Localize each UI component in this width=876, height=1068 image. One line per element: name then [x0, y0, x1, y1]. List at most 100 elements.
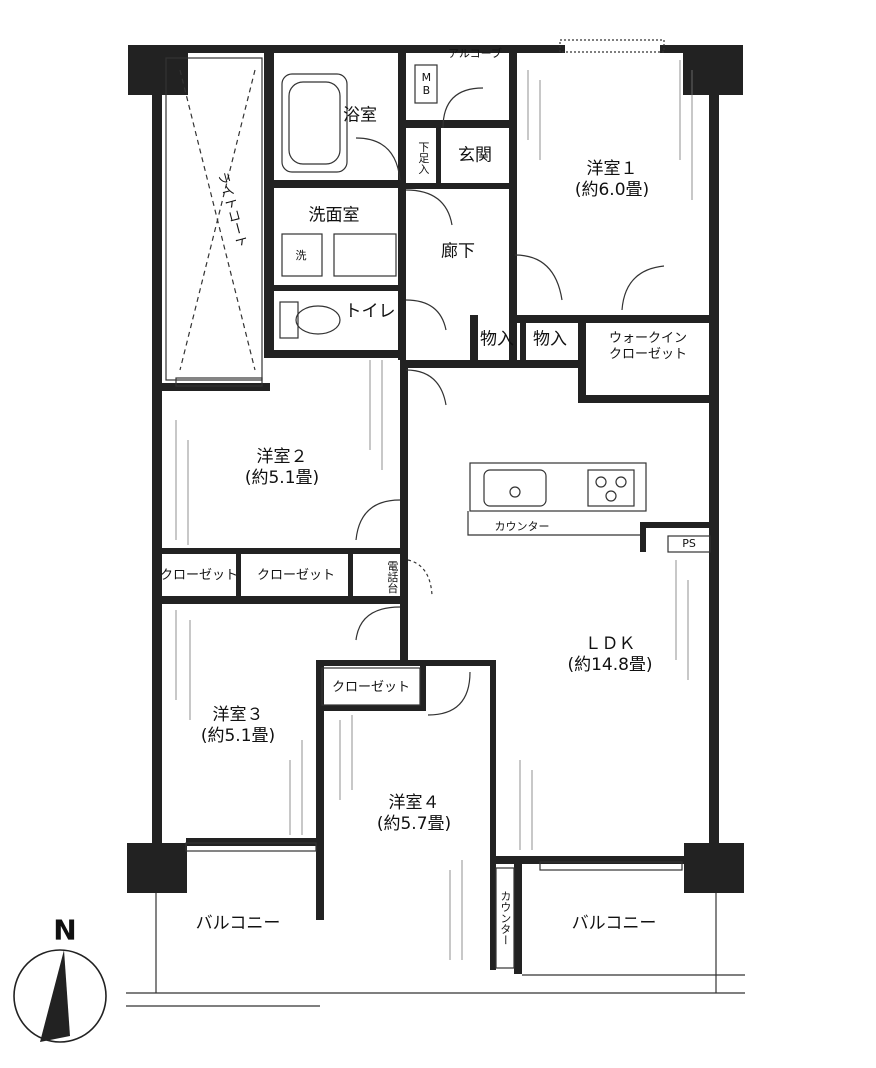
wall-north-b — [660, 45, 690, 53]
ldk-label: ＬＤＫ (約14.8畳) — [567, 634, 652, 677]
wall-entry-north — [404, 120, 514, 128]
window-room1 — [559, 39, 665, 53]
room4-name: 洋室４ — [388, 792, 440, 813]
mb-box — [414, 64, 438, 104]
ps-label: PS — [682, 537, 696, 551]
door-room2-b — [355, 499, 401, 541]
room1-size: (約6.0畳) — [574, 180, 650, 200]
hallway-label: 廊下 — [441, 241, 475, 262]
door-phone — [407, 559, 433, 596]
column-nw — [128, 45, 188, 95]
wall-closet-div2 — [348, 553, 353, 599]
phone-label: 電話台 — [385, 560, 399, 594]
wall-closet-north — [160, 548, 400, 554]
sink — [483, 469, 547, 507]
wall-room4-west — [316, 660, 324, 920]
wall-toilet-south — [264, 350, 404, 358]
wall-bath-west — [264, 45, 274, 355]
wall-west — [152, 90, 162, 845]
sink-drain — [509, 486, 521, 498]
balcony-left-label: バルコニー — [195, 913, 281, 934]
ldk-size: (約14.8畳) — [567, 655, 653, 675]
counter-edge — [467, 511, 640, 536]
wall-storage-div2 — [520, 315, 526, 365]
door-hallway — [405, 189, 453, 226]
wall-ps-north — [640, 522, 715, 528]
wall-ps-west — [640, 522, 646, 552]
wall-wic-west — [578, 315, 586, 400]
wall-entry-south — [404, 183, 514, 189]
bath-label: 浴室 — [343, 105, 377, 126]
wic-label: ウォークイン クローゼット — [609, 331, 687, 364]
lightcourt-cross-b — [179, 69, 256, 371]
entrance-label: 玄関 — [458, 145, 492, 166]
wall-bath-south — [264, 180, 404, 188]
compass-ring — [13, 949, 107, 1043]
bathtub — [281, 73, 348, 173]
storage1-label: 物入 — [480, 329, 514, 350]
washer-label: 洗 — [295, 249, 307, 263]
room3-size: (約5.1畳) — [200, 726, 276, 746]
room2-size: (約5.1畳) — [244, 468, 320, 488]
closet-b-label: クローゼット — [256, 567, 336, 583]
room3-label: 洋室３ (約5.1畳) — [201, 705, 275, 748]
washroom-label: 洗面室 — [308, 205, 360, 226]
ps-box — [667, 535, 711, 553]
wall-room1-south — [515, 315, 715, 323]
walls — [127, 45, 744, 974]
room2-name: 洋室２ — [256, 446, 308, 467]
toilet-bowl — [295, 305, 341, 335]
room1-label: 洋室１ (約6.0畳) — [575, 159, 649, 202]
hatching — [175, 60, 693, 960]
wall-storage-div — [470, 315, 478, 365]
room1-name: 洋室１ — [586, 158, 638, 179]
wall-closet-c-east — [420, 666, 426, 711]
kitchen-counter — [469, 462, 647, 512]
door-bath — [355, 137, 401, 181]
bathtub-inner — [288, 81, 341, 165]
shoebox-label: 下足入 — [416, 141, 430, 175]
wall-east — [709, 90, 719, 845]
wall-room3-south — [186, 838, 316, 846]
counter-kitchen-label: カウンター — [494, 520, 550, 534]
toilet-label: トイレ — [344, 301, 396, 322]
wic-line2: クローゼット — [608, 347, 688, 362]
door-toilet — [405, 299, 447, 331]
wall-north-a — [185, 45, 565, 53]
wall-closet-c-south — [322, 705, 422, 711]
wall-room4-east — [490, 660, 496, 970]
closet-c-box — [321, 667, 421, 706]
wall-room1-west — [509, 45, 517, 360]
burner-b — [615, 476, 627, 488]
wall-bath-east — [398, 45, 406, 360]
ldk-name: ＬＤＫ — [584, 633, 636, 654]
window-room2 — [175, 377, 263, 387]
column-ne — [683, 45, 743, 95]
window-ldk — [539, 861, 683, 871]
wall-room2-east — [400, 360, 408, 660]
lightcourt-outline — [165, 57, 263, 381]
washer-box — [281, 233, 323, 277]
door-room4 — [427, 671, 471, 716]
window-room3 — [185, 842, 317, 852]
toilet-tank — [279, 301, 299, 339]
north-label: N — [53, 913, 77, 947]
closet-a-label: クローゼット — [159, 567, 239, 583]
burner-a — [595, 476, 607, 488]
door-wic — [621, 265, 665, 311]
wall-room2-north — [160, 383, 270, 391]
wic-line1: ウォークイン — [608, 330, 688, 346]
room2-label: 洋室２ (約5.1畳) — [245, 447, 319, 490]
compass-needle-icon — [40, 950, 70, 1042]
room4-label: 洋室４ (約5.7畳) — [377, 793, 451, 836]
wall-wash-south — [264, 285, 404, 291]
balcony-right-label: バルコニー — [571, 913, 657, 934]
column-se — [684, 843, 744, 893]
door-room1 — [514, 254, 563, 301]
wall-storage-south — [404, 360, 584, 368]
mb-label: MB — [419, 71, 433, 97]
wall-room4-north — [316, 660, 496, 666]
alcove-label: アルコーブ — [447, 47, 503, 61]
wall-ldk-south — [496, 856, 686, 864]
